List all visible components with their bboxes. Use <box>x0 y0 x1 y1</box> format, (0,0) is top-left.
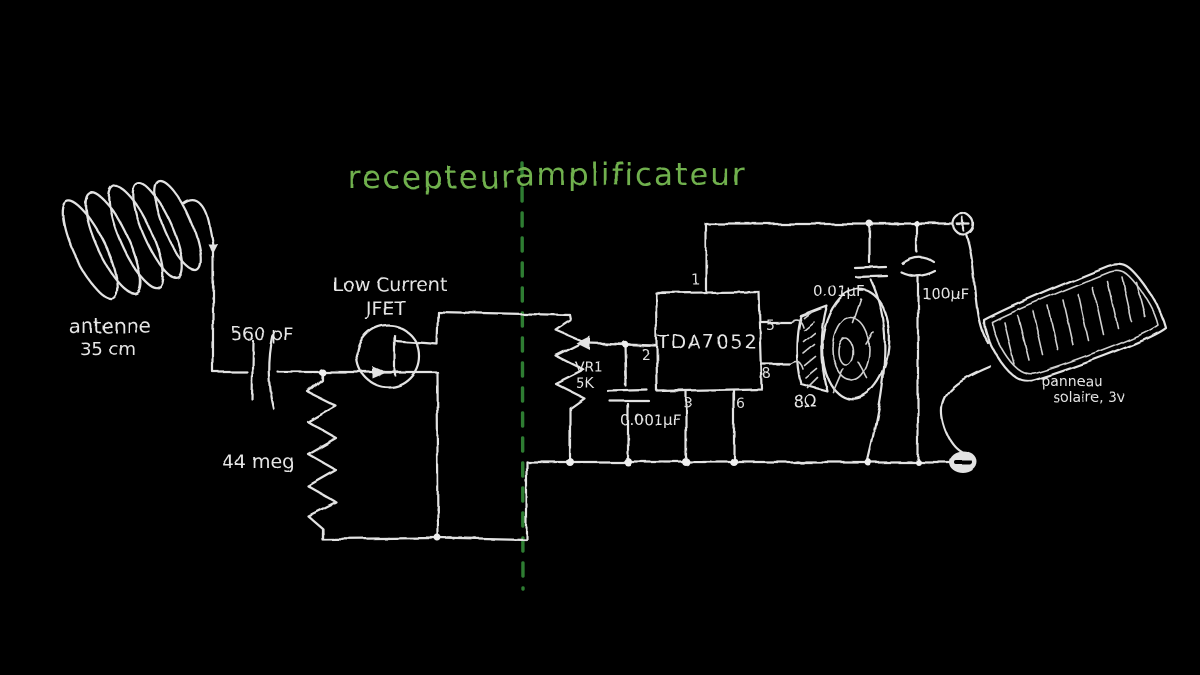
ic-pin8-label: 8 <box>762 366 771 382</box>
speaker-dustcap <box>838 338 854 366</box>
antenna-label: antenne <box>69 314 152 338</box>
filter-capacitor-label: 0.001μF <box>620 411 681 429</box>
jfet-gate-arrow-icon <box>372 366 386 378</box>
antenna-arrow-icon <box>208 244 218 254</box>
junction-dots <box>318 220 921 542</box>
amp-ic-label: TDA7052 <box>656 331 758 353</box>
minus-to-panel-wire <box>940 364 992 454</box>
ic-pin6-label: 6 <box>736 396 745 412</box>
pot-value-label: 5K <box>576 376 595 392</box>
plus-to-panel-wire <box>964 232 990 345</box>
pot-ref-label: VR1 <box>575 360 603 376</box>
pot-wiper-wire <box>586 341 657 347</box>
antenna-size-label: 35 cm <box>80 339 136 360</box>
ground-return-wire <box>320 460 529 542</box>
filter-capacitor-symbol <box>606 342 651 464</box>
jfet-type-label: JFET <box>365 298 407 320</box>
speaker-cone-lines <box>832 298 874 393</box>
amp-ic-body <box>654 222 792 464</box>
speaker-impedance-label: 8Ω <box>793 392 817 412</box>
antenna-tail-wire <box>182 199 215 250</box>
speaker-terminals <box>789 318 804 370</box>
antenna-wire <box>211 250 249 374</box>
plus-terminal-icon <box>951 212 975 236</box>
ic-pin2-label: 2 <box>642 348 651 364</box>
ic-pin5-label: 5 <box>766 318 775 334</box>
drain-top-wire <box>436 310 572 317</box>
power-terminals <box>949 212 977 473</box>
solar-panel-cells <box>1003 276 1146 365</box>
speaker-cone <box>832 317 870 381</box>
ic-pin3-label: 3 <box>684 396 693 412</box>
bulk-capacitor-label: 100μF <box>922 285 969 303</box>
receiver-section-label: recepteur <box>348 160 517 196</box>
bulk-capacitor-symbol <box>899 222 937 464</box>
bias-resistor-symbol <box>306 372 338 540</box>
input-capacitor-symbol <box>250 333 324 411</box>
solar-panel-symbol <box>982 263 1168 383</box>
jfet-source-wire <box>435 370 440 540</box>
ic-pin1-label: 1 <box>691 272 700 288</box>
decoupling-capacitor-label: 0.01μF <box>813 282 865 300</box>
input-capacitor-label: 560 pF <box>231 324 293 345</box>
volume-pot-symbol <box>554 313 657 464</box>
pot-wiper-arrow-icon <box>576 336 590 350</box>
speaker-magnet-hatch <box>803 311 819 389</box>
solar-panel-detail-label: solaire, 3v <box>1053 390 1125 406</box>
antenna-coil <box>61 180 218 301</box>
bias-resistor-label: 44 meg <box>222 451 294 473</box>
speaker-magnet <box>795 304 829 393</box>
amplifier-section-label: amplificateur <box>515 157 746 193</box>
jfet-symbol <box>320 310 440 389</box>
section-divider <box>520 161 525 591</box>
jfet-desc-label: Low Current <box>333 274 448 296</box>
speaker-rim <box>821 288 891 400</box>
decoupling-capacitor-symbol <box>853 222 889 460</box>
jfet-drain-wire <box>393 310 440 346</box>
speaker-symbol <box>789 288 891 400</box>
plus-glyph <box>955 216 971 232</box>
solar-panel-label: panneau <box>1041 374 1102 390</box>
section-labels: recepteur amplificateur <box>348 157 746 196</box>
